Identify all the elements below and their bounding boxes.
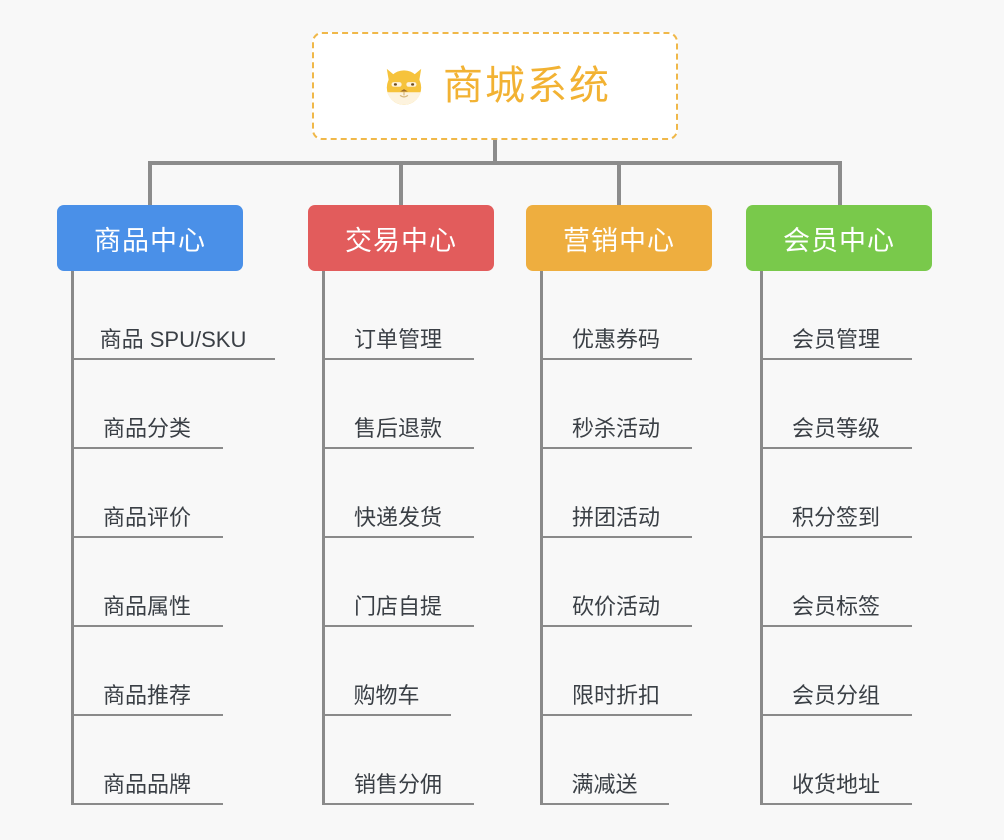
- leaf-item-underline: [322, 536, 474, 538]
- leaf-item[interactable]: 订单管理: [322, 271, 474, 360]
- leaf-item-label: 商品品牌: [102, 772, 191, 797]
- leaf-item[interactable]: 销售分佣: [322, 716, 474, 805]
- leaf-item-label: 购物车: [353, 683, 420, 708]
- leaf-item-underline: [540, 358, 692, 360]
- leaf-item-label: 满减送: [571, 772, 638, 797]
- root-node-title: 商城系统: [443, 64, 611, 108]
- leaf-item-underline: [760, 447, 912, 449]
- leaf-item[interactable]: 满减送: [540, 716, 669, 805]
- leaf-item-label: 收货地址: [791, 772, 880, 797]
- leaf-item[interactable]: 优惠券码: [540, 271, 692, 360]
- leaf-item-label: 会员标签: [791, 594, 880, 619]
- connector-spine-2: [322, 271, 325, 805]
- connector-drop-4: [838, 161, 842, 205]
- leaf-item-underline: [760, 625, 912, 627]
- leaf-item-underline: [540, 536, 692, 538]
- leaf-item-label: 商品 SPU/SKU: [99, 327, 247, 352]
- connector-horizontal-bus: [148, 161, 842, 165]
- leaf-item-label: 商品推荐: [102, 683, 191, 708]
- leaf-item-underline: [322, 358, 474, 360]
- leaf-item-label: 优惠券码: [571, 327, 660, 352]
- shiba-dog-face-icon: [379, 61, 429, 111]
- category-label: 交易中心: [345, 225, 457, 256]
- leaf-item-underline: [540, 625, 692, 627]
- leaf-item[interactable]: 购物车: [322, 627, 451, 716]
- leaf-item-underline: [760, 536, 912, 538]
- leaf-item[interactable]: 拼团活动: [540, 449, 692, 538]
- leaf-item-label: 快递发货: [353, 505, 442, 530]
- connector-spine-3: [540, 271, 543, 805]
- leaf-item-label: 售后退款: [353, 416, 442, 441]
- category-box-3[interactable]: 营销中心: [526, 205, 712, 271]
- leaf-item-underline: [322, 803, 474, 805]
- leaf-item[interactable]: 商品品牌: [71, 716, 223, 805]
- leaf-item[interactable]: 收货地址: [760, 716, 912, 805]
- connector-spine-4: [760, 271, 763, 805]
- leaf-item-label: 砍价活动: [571, 594, 660, 619]
- category-label: 商品中心: [94, 225, 206, 256]
- leaf-item[interactable]: 售后退款: [322, 360, 474, 449]
- connector-drop-2: [399, 161, 403, 205]
- leaf-item[interactable]: 砍价活动: [540, 538, 692, 627]
- leaf-item[interactable]: 门店自提: [322, 538, 474, 627]
- leaf-item-underline: [71, 358, 275, 360]
- leaf-item-label: 商品评价: [102, 505, 191, 530]
- leaf-item[interactable]: 商品属性: [71, 538, 223, 627]
- leaf-item-underline: [322, 714, 451, 716]
- leaf-item-underline: [71, 714, 223, 716]
- leaf-item[interactable]: 会员分组: [760, 627, 912, 716]
- leaf-item-underline: [322, 447, 474, 449]
- leaf-item[interactable]: 会员管理: [760, 271, 912, 360]
- leaf-item-label: 会员分组: [791, 683, 880, 708]
- leaf-item[interactable]: 限时折扣: [540, 627, 692, 716]
- leaf-item-underline: [760, 803, 912, 805]
- root-node-mall-system[interactable]: 商城系统: [312, 32, 678, 140]
- category-box-1[interactable]: 商品中心: [57, 205, 243, 271]
- leaf-item[interactable]: 会员等级: [760, 360, 912, 449]
- connector-drop-1: [148, 161, 152, 205]
- leaf-item-label: 积分签到: [791, 505, 880, 530]
- leaf-item-label: 订单管理: [353, 327, 442, 352]
- leaf-item-label: 门店自提: [353, 594, 442, 619]
- connector-spine-1: [71, 271, 74, 805]
- leaf-item-underline: [760, 714, 912, 716]
- category-label: 会员中心: [783, 225, 895, 256]
- leaf-item[interactable]: 会员标签: [760, 538, 912, 627]
- leaf-item-label: 商品分类: [102, 416, 191, 441]
- leaf-item-underline: [322, 625, 474, 627]
- category-box-4[interactable]: 会员中心: [746, 205, 932, 271]
- leaf-item-underline: [760, 358, 912, 360]
- leaf-item-label: 商品属性: [102, 594, 191, 619]
- leaf-item-underline: [71, 803, 223, 805]
- connector-drop-3: [617, 161, 621, 205]
- leaf-item-label: 限时折扣: [571, 683, 660, 708]
- leaf-item-label: 销售分佣: [353, 772, 442, 797]
- leaf-item[interactable]: 秒杀活动: [540, 360, 692, 449]
- leaf-item-label: 秒杀活动: [571, 416, 660, 441]
- category-box-2[interactable]: 交易中心: [308, 205, 494, 271]
- leaf-item-underline: [540, 714, 692, 716]
- leaf-item[interactable]: 商品评价: [71, 449, 223, 538]
- leaf-item-underline: [540, 803, 669, 805]
- leaf-item-label: 拼团活动: [571, 505, 660, 530]
- leaf-item-underline: [540, 447, 692, 449]
- leaf-item[interactable]: 商品 SPU/SKU: [71, 271, 275, 360]
- leaf-item[interactable]: 商品推荐: [71, 627, 223, 716]
- connector-root-stem: [493, 140, 497, 163]
- leaf-item[interactable]: 积分签到: [760, 449, 912, 538]
- leaf-item-label: 会员等级: [791, 416, 880, 441]
- leaf-item-underline: [71, 536, 223, 538]
- leaf-item-label: 会员管理: [791, 327, 880, 352]
- category-label: 营销中心: [563, 225, 675, 256]
- leaf-item[interactable]: 快递发货: [322, 449, 474, 538]
- leaf-item[interactable]: 商品分类: [71, 360, 223, 449]
- leaf-item-underline: [71, 625, 223, 627]
- leaf-item-underline: [71, 447, 223, 449]
